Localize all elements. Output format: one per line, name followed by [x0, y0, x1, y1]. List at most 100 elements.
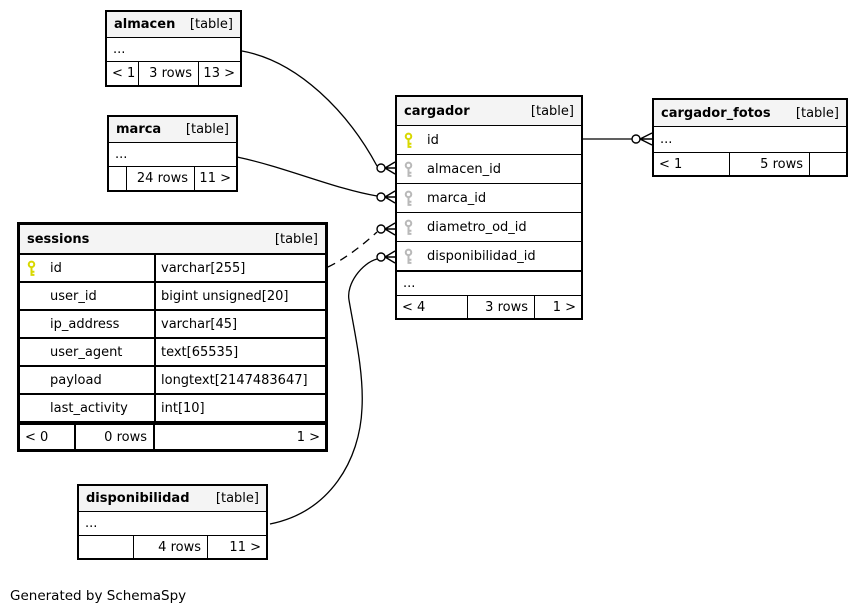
column-type: varchar[45]	[161, 316, 238, 332]
hidden-columns-row: ...	[79, 512, 266, 535]
table-name: marca	[116, 122, 162, 137]
edge-endpoint-circle	[376, 224, 386, 234]
edge-crowsfoot	[384, 190, 396, 204]
table-disponibilidad[interactable]: disponibilidad [table] ... 4 rows 11 >	[77, 484, 268, 560]
edge-crowsfoot	[384, 161, 396, 175]
edge-disponibilidad-cargador	[269, 258, 378, 525]
column-name: user_id	[50, 288, 97, 304]
foreign-key-icon	[403, 161, 420, 178]
primary-key-icon	[403, 132, 420, 149]
column-row-user-id[interactable]: user_id bigint unsigned[20]	[20, 283, 325, 311]
column-name: almacen_id	[427, 161, 501, 177]
table-cargador-fotos-header[interactable]: cargador_fotos [table]	[654, 100, 846, 127]
table-tag: [table]	[530, 103, 574, 119]
table-name: almacen	[114, 17, 176, 32]
column-row-payload[interactable]: payload longtext[2147483647]	[20, 367, 325, 395]
column-name: diametro_od_id	[427, 219, 527, 235]
edge-crowsfoot	[639, 132, 653, 146]
edge-endpoint-circle	[631, 134, 641, 144]
column-row-user-agent[interactable]: user_agent text[65535]	[20, 339, 325, 367]
table-marca[interactable]: marca [table] ... 24 rows 11 >	[107, 115, 238, 192]
footer-rowcount: 3 rows	[139, 62, 199, 85]
footer-children: 11 >	[199, 171, 231, 186]
table-almacen-footer: < 1 3 rows 13 >	[107, 61, 240, 85]
table-sessions-header[interactable]: sessions [table]	[20, 225, 325, 255]
column-row-disponibilidad-id[interactable]: disponibilidad_id	[397, 242, 581, 271]
table-disponibilidad-footer: 4 rows 11 >	[79, 535, 266, 558]
column-row-marca-id[interactable]: marca_id	[397, 184, 581, 213]
column-name: id	[50, 260, 62, 276]
footer-parents: < 1	[654, 153, 730, 175]
table-almacen[interactable]: almacen [table] ... < 1 3 rows 13 >	[105, 10, 242, 87]
column-name: last_activity	[50, 400, 128, 416]
footer-rowcount: 4 rows	[134, 536, 208, 558]
footer-rowcount: 3 rows	[468, 296, 535, 318]
footer-children	[810, 153, 846, 175]
column-row-last-activity[interactable]: last_activity int[10]	[20, 395, 325, 423]
table-almacen-header[interactable]: almacen [table]	[107, 12, 240, 38]
table-tag: [table]	[215, 491, 259, 506]
edge-endpoint-circle	[376, 252, 386, 262]
edge-crowsfoot	[384, 250, 396, 264]
column-row-id[interactable]: id varchar[255]	[20, 255, 325, 283]
table-tag: [table]	[795, 105, 839, 121]
edge-almacen-cargador	[241, 50, 378, 167]
table-cargador-footer: < 4 3 rows 1 >	[397, 295, 581, 318]
footer-parents	[79, 536, 134, 558]
footer-rowcount: 0 rows	[76, 425, 155, 449]
column-row-diametro-od-id[interactable]: diametro_od_id	[397, 213, 581, 242]
column-name: marca_id	[427, 190, 487, 206]
table-tag: [table]	[185, 122, 229, 137]
footer-parents: < 1	[107, 62, 139, 85]
table-marca-header[interactable]: marca [table]	[109, 117, 236, 143]
foreign-key-icon	[403, 248, 420, 265]
table-tag: [table]	[189, 17, 233, 32]
footer-parents: < 4	[397, 296, 468, 318]
column-row-ip-address[interactable]: ip_address varchar[45]	[20, 311, 325, 339]
generator-note: Generated by SchemaSpy	[10, 588, 187, 604]
column-type: bigint unsigned[20]	[161, 288, 289, 304]
table-cargador[interactable]: cargador [table] id	[395, 95, 583, 320]
table-sessions[interactable]: sessions [table] id varchar[255] user_id…	[17, 222, 328, 452]
table-name: disponibilidad	[86, 491, 190, 506]
table-marca-footer: 24 rows 11 >	[109, 166, 236, 190]
table-name: cargador_fotos	[661, 105, 771, 121]
table-cargador-header[interactable]: cargador [table]	[397, 97, 581, 126]
column-type: text[65535]	[161, 344, 239, 360]
foreign-key-icon	[403, 190, 420, 207]
column-row-almacen-id[interactable]: almacen_id	[397, 155, 581, 184]
footer-children: 13 >	[203, 66, 235, 81]
footer-rowcount: 5 rows	[730, 153, 810, 175]
column-name: user_agent	[50, 344, 123, 360]
table-disponibilidad-header[interactable]: disponibilidad [table]	[79, 486, 266, 512]
edge-endpoint-circle	[376, 192, 386, 202]
hidden-columns-row: ...	[107, 38, 240, 61]
edge-endpoint-circle	[376, 163, 386, 173]
hidden-columns-row: ...	[397, 271, 581, 295]
table-name: cargador	[404, 103, 470, 119]
footer-children: 1 >	[296, 429, 320, 445]
table-sessions-footer: < 0 0 rows 1 >	[20, 423, 325, 449]
column-name: id	[427, 132, 439, 148]
column-type: longtext[2147483647]	[161, 372, 308, 388]
footer-children: 11 >	[229, 539, 261, 555]
column-row-id[interactable]: id	[397, 126, 581, 155]
footer-rowcount: 24 rows	[127, 167, 195, 190]
column-name: ip_address	[50, 316, 120, 332]
primary-key-icon	[26, 260, 43, 277]
table-tag: [table]	[274, 231, 318, 247]
hidden-columns-row: ...	[109, 143, 236, 166]
column-name: payload	[50, 372, 102, 388]
table-cargador-fotos[interactable]: cargador_fotos [table] ... < 1 5 rows	[652, 98, 848, 177]
edge-sessions-cargador	[327, 231, 378, 268]
table-cargador-fotos-footer: < 1 5 rows	[654, 152, 846, 175]
table-name: sessions	[27, 231, 90, 247]
footer-parents: < 0	[20, 425, 76, 449]
edge-crowsfoot	[384, 222, 396, 236]
column-type: int[10]	[161, 400, 205, 416]
hidden-columns-row: ...	[654, 127, 846, 152]
foreign-key-icon	[403, 219, 420, 236]
edge-marca-cargador	[236, 156, 378, 197]
